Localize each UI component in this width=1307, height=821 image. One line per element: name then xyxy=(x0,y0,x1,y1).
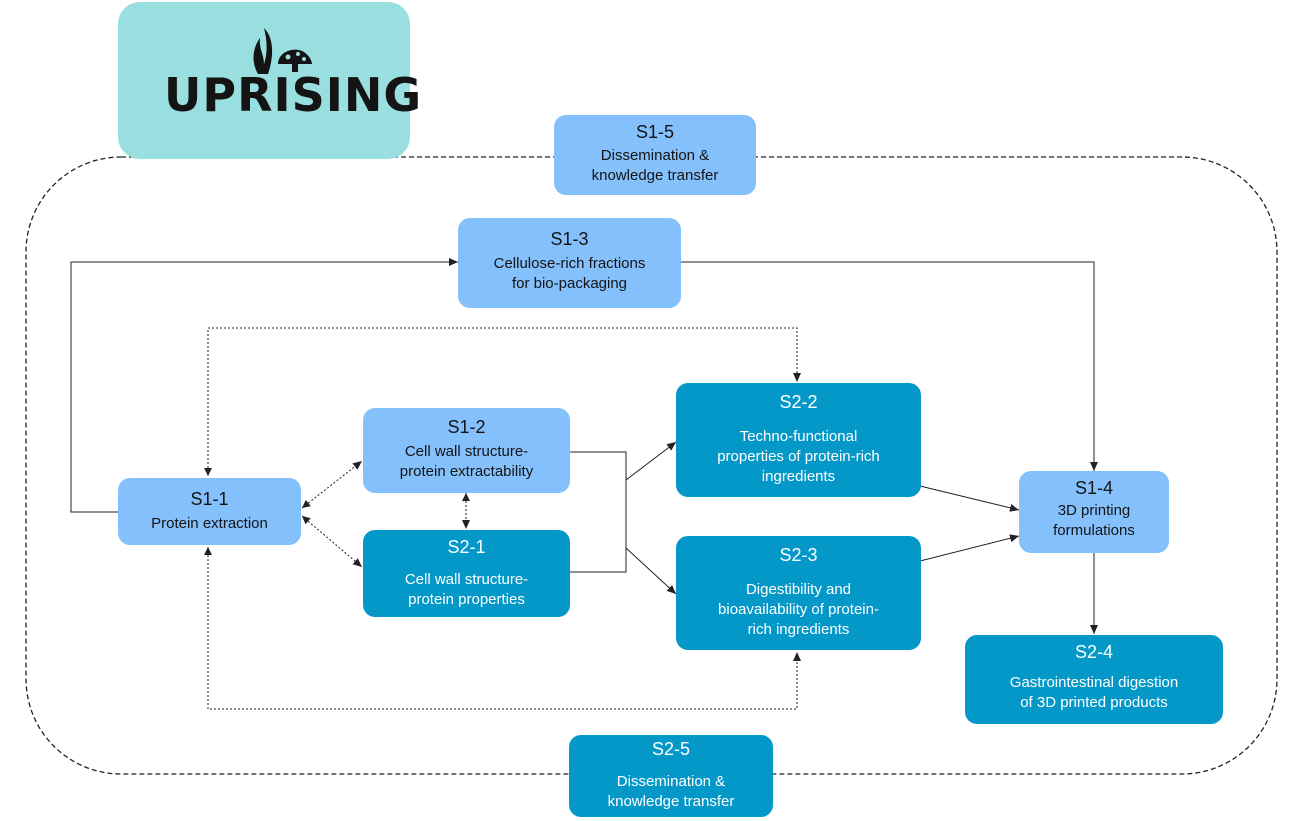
box-label-line: Techno-functional xyxy=(739,428,858,445)
box-label-line: ingredients xyxy=(761,468,836,485)
arrow-s2-3-to-s1-4 xyxy=(919,534,1020,562)
dotted-link-s1-1-s2-2 xyxy=(204,327,801,476)
logo-emblem xyxy=(253,28,312,74)
box-code: S1-2 xyxy=(447,417,486,437)
dotted-link-s1-1-s2-3 xyxy=(204,547,801,710)
box-s2-5: S2-5 Dissemination & knowledge transfer xyxy=(569,735,773,817)
arrow-s1-1-to-s1-3 xyxy=(70,258,458,513)
box-s1-4: S1-4 3D printing formulations xyxy=(1019,471,1169,553)
dotted-link-s1-1-s2-1 xyxy=(301,515,363,568)
box-s2-3: S2-3 Digestibility and bioavailability o… xyxy=(676,536,921,650)
box-s2-2: S2-2 Techno-functional properties of pro… xyxy=(676,383,921,497)
box-code: S2-3 xyxy=(779,545,818,565)
arrow-junction-to-s2-3 xyxy=(625,547,677,595)
box-label-line: Cell wall structure- xyxy=(404,443,529,460)
arrow-s2-2-to-s1-4 xyxy=(919,485,1020,512)
box-label-line: Cellulose-rich fractions xyxy=(493,255,646,272)
box-label-line: Cell wall structure- xyxy=(404,571,529,588)
box-label-line: properties of protein-rich xyxy=(717,448,880,465)
box-code: S2-1 xyxy=(447,537,486,557)
box-label-line: of 3D printed products xyxy=(1020,694,1168,711)
box-code: S2-4 xyxy=(1074,642,1114,662)
box-label-line: bioavailability of protein- xyxy=(718,601,879,618)
connector-s1-2-to-junction xyxy=(570,451,627,573)
box-label-line: rich ingredients xyxy=(747,621,850,638)
box-s1-1: S1-1 Protein extraction xyxy=(118,478,301,545)
box-s2-1: S2-1 Cell wall structure- protein proper… xyxy=(363,530,570,617)
box-s1-2: S1-2 Cell wall structure- protein extrac… xyxy=(363,408,570,493)
box-code: S1-3 xyxy=(550,229,589,249)
box-label-line: Dissemination & xyxy=(600,147,710,164)
box-label-line: Digestibility and xyxy=(745,581,852,598)
box-label-line: protein properties xyxy=(408,591,525,608)
box-code: S1-4 xyxy=(1074,478,1114,498)
box-label-line: protein extractability xyxy=(399,463,534,480)
box-s1-5: S1-5 Dissemination & knowledge transfer xyxy=(554,115,756,195)
box-label-line: Protein extraction xyxy=(151,515,268,532)
box-code: S1-1 xyxy=(190,489,229,509)
box-label-line: for bio-packaging xyxy=(511,275,628,292)
box-label-line: knowledge transfer xyxy=(607,793,735,810)
box-s2-4: S2-4 Gastrointestinal digestion of 3D pr… xyxy=(965,635,1223,724)
arrow-junction-to-s2-2 xyxy=(625,441,677,481)
arrow-s1-3-to-s1-4 xyxy=(681,261,1098,471)
box-label-line: 3D printing xyxy=(1057,502,1131,519)
box-label-line: Dissemination & xyxy=(616,773,726,790)
box-label-line: formulations xyxy=(1053,522,1135,539)
box-label-line: knowledge transfer xyxy=(591,167,719,184)
box-label-line: Gastrointestinal digestion xyxy=(1009,674,1179,691)
box-s1-3: S1-3 Cellulose-rich fractions for bio-pa… xyxy=(458,218,681,308)
logo-text: UPRISING xyxy=(164,68,423,122)
uprising-logo: UPRISING xyxy=(118,2,421,159)
box-code: S2-2 xyxy=(779,392,818,412)
box-code: S2-5 xyxy=(651,739,691,759)
box-code: S1-5 xyxy=(635,122,675,142)
dotted-link-s1-1-s1-2 xyxy=(301,460,363,509)
